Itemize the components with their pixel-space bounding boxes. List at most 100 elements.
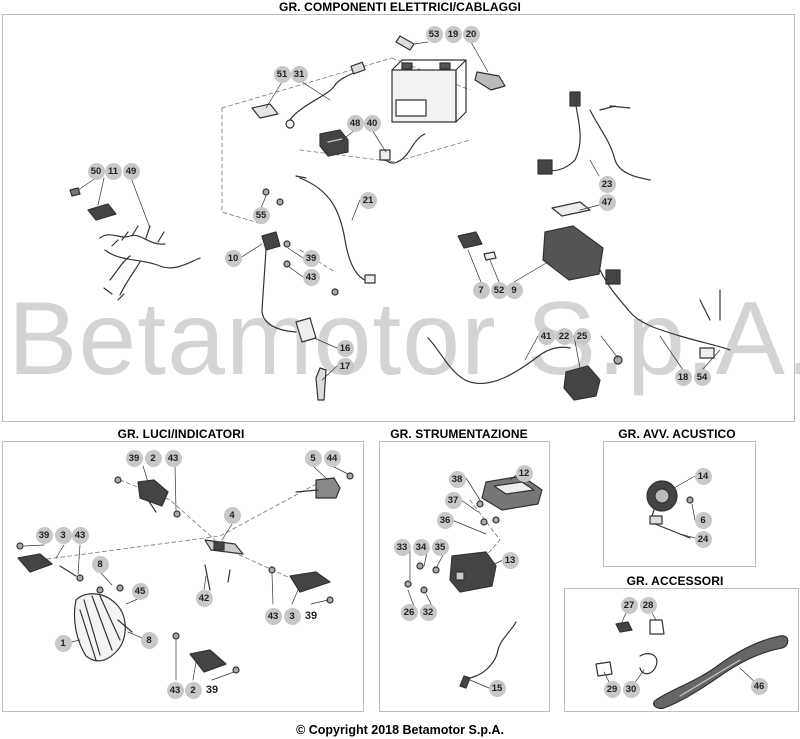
- section-title-acustico: GR. AVV. ACUSTICO: [618, 427, 736, 441]
- callout-30[interactable]: 30: [622, 680, 640, 698]
- callout-43[interactable]: 43: [302, 268, 320, 286]
- panel-accessori: [564, 588, 799, 712]
- callout-13[interactable]: 13: [501, 551, 519, 569]
- callout-6[interactable]: 6: [694, 511, 712, 529]
- callout-39[interactable]: 39: [302, 249, 320, 267]
- callout-19[interactable]: 19: [444, 25, 462, 43]
- callout-52[interactable]: 52: [490, 281, 508, 299]
- callout-29[interactable]: 29: [603, 680, 621, 698]
- callout-44[interactable]: 44: [323, 449, 341, 467]
- callout-11[interactable]: 11: [104, 162, 122, 180]
- callout-39[interactable]: 39: [125, 449, 143, 467]
- callout-2[interactable]: 2: [144, 449, 162, 467]
- callout-35[interactable]: 35: [431, 538, 449, 556]
- battery-cap-shape: [395, 35, 415, 51]
- callout-49[interactable]: 49: [122, 162, 140, 180]
- headlight-shape: [73, 584, 133, 662]
- callout-17[interactable]: 17: [336, 357, 354, 375]
- callout-28[interactable]: 28: [639, 596, 657, 614]
- callout-39[interactable]: 39: [304, 609, 318, 622]
- callout-32[interactable]: 32: [419, 603, 437, 621]
- callout-54[interactable]: 54: [693, 368, 711, 386]
- strap-shape: [652, 635, 789, 709]
- callout-14[interactable]: 14: [694, 467, 712, 485]
- fuse-holder-shape: [251, 103, 279, 119]
- callout-38[interactable]: 38: [448, 470, 466, 488]
- regulator-shape: [563, 355, 623, 401]
- callout-43[interactable]: 43: [164, 449, 182, 467]
- callout-36[interactable]: 36: [436, 511, 454, 529]
- callout-55[interactable]: 55: [252, 206, 270, 224]
- rear-indicator-shape: [114, 476, 181, 518]
- callout-8[interactable]: 8: [91, 555, 109, 573]
- horn-shape: [646, 480, 694, 539]
- callout-47[interactable]: 47: [598, 193, 616, 211]
- callout-33[interactable]: 33: [393, 538, 411, 556]
- callout-37[interactable]: 37: [444, 491, 462, 509]
- section-title-luci: GR. LUCI/INDICATORI: [117, 427, 245, 441]
- leader-lines-elettrici: [77, 41, 721, 381]
- ground-cable-shape: [379, 133, 426, 164]
- callout-23[interactable]: 23: [598, 175, 616, 193]
- dashed-assembly-guides-luci: [39, 479, 321, 579]
- callout-43[interactable]: 43: [71, 526, 89, 544]
- callout-45[interactable]: 45: [131, 582, 149, 600]
- cdi-unit-shape: [457, 201, 604, 281]
- callout-43[interactable]: 43: [166, 681, 184, 699]
- callout-24[interactable]: 24: [694, 530, 712, 548]
- bracket-shape: [204, 539, 244, 591]
- callout-39[interactable]: 39: [35, 526, 53, 544]
- callout-50[interactable]: 50: [87, 162, 105, 180]
- positive-cable-shape: [285, 61, 366, 129]
- dashboard-bracket-shape: [404, 551, 497, 594]
- license-plate-light-shape: [295, 472, 354, 499]
- callout-21[interactable]: 21: [359, 191, 377, 209]
- callout-2[interactable]: 2: [184, 681, 202, 699]
- callout-43[interactable]: 43: [264, 607, 282, 625]
- callout-8[interactable]: 8: [140, 631, 158, 649]
- leader-lines-accessori: [603, 605, 760, 689]
- leader-lines-acustico: [673, 475, 696, 539]
- main-harness-right-shape: [537, 91, 731, 359]
- callout-18[interactable]: 18: [674, 368, 692, 386]
- callout-1[interactable]: 1: [54, 634, 72, 652]
- callout-16[interactable]: 16: [336, 339, 354, 357]
- callout-12[interactable]: 12: [515, 464, 533, 482]
- callout-27[interactable]: 27: [620, 596, 638, 614]
- dashboard-shape: [476, 475, 543, 526]
- callout-5[interactable]: 5: [304, 449, 322, 467]
- panel-acustico: [603, 441, 756, 567]
- panel-elettrici: [2, 14, 795, 422]
- callout-39[interactable]: 39: [205, 683, 219, 696]
- hv-cable-shape: [295, 175, 376, 284]
- leader-lines-luci: [23, 465, 349, 681]
- callout-25[interactable]: 25: [573, 327, 591, 345]
- callout-41[interactable]: 41: [537, 327, 555, 345]
- callout-51[interactable]: 51: [273, 65, 291, 83]
- callout-48[interactable]: 48: [346, 114, 364, 132]
- battery-shape: [391, 59, 467, 123]
- section-title-strumentazione: GR. STRUMENTAZIONE: [390, 427, 528, 441]
- callout-15[interactable]: 15: [488, 679, 506, 697]
- callout-9[interactable]: 9: [505, 281, 523, 299]
- callout-4[interactable]: 4: [223, 506, 241, 524]
- callout-3[interactable]: 3: [54, 526, 72, 544]
- callout-7[interactable]: 7: [472, 281, 490, 299]
- callout-40[interactable]: 40: [363, 114, 381, 132]
- callout-3[interactable]: 3: [283, 607, 301, 625]
- callout-22[interactable]: 22: [555, 327, 573, 345]
- callout-31[interactable]: 31: [290, 65, 308, 83]
- battery-terminal-cover-shape: [474, 71, 506, 91]
- throttle-sensor-cable-shape: [427, 337, 571, 385]
- callout-10[interactable]: 10: [224, 249, 242, 267]
- rear-indicator-right-shape: [172, 632, 240, 674]
- callout-26[interactable]: 26: [400, 603, 418, 621]
- callout-20[interactable]: 20: [462, 25, 480, 43]
- callout-34[interactable]: 34: [412, 538, 430, 556]
- callout-53[interactable]: 53: [425, 25, 443, 43]
- callout-42[interactable]: 42: [195, 589, 213, 607]
- copyright-text: © Copyright 2018 Betamotor S.p.A.: [296, 723, 504, 737]
- callout-46[interactable]: 46: [750, 677, 768, 695]
- section-title-elettrici: GR. COMPONENTI ELETTRICI/CABLAGGI: [279, 0, 521, 14]
